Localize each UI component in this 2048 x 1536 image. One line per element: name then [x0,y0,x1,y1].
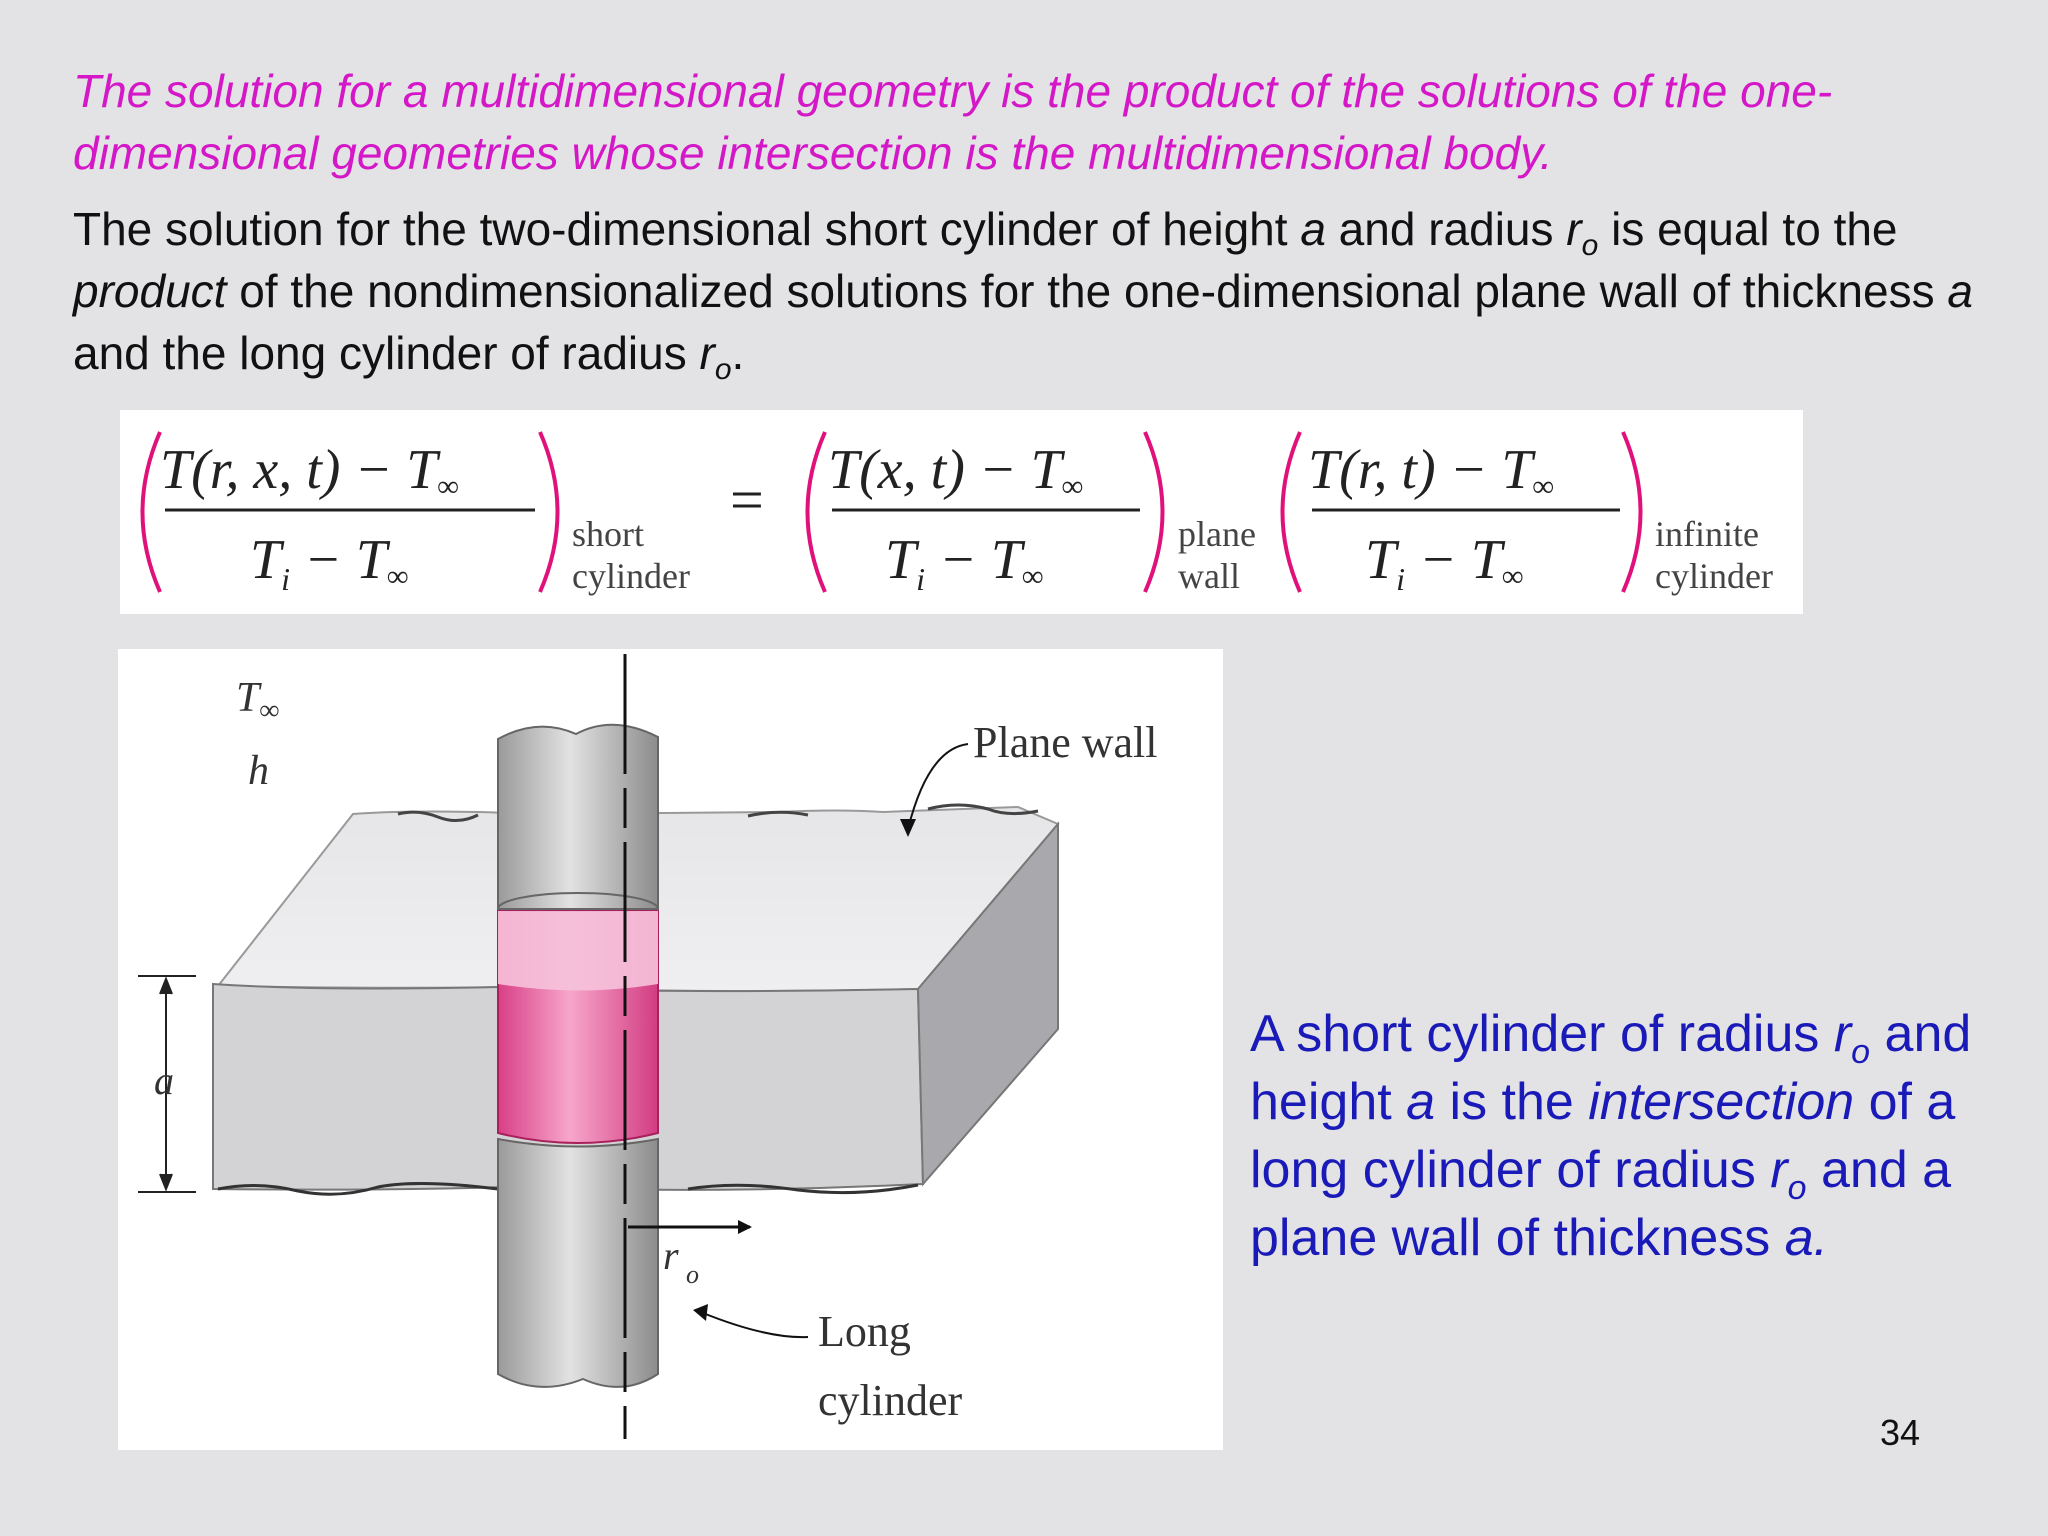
label-cylinder: cylinder [572,556,690,596]
page-number: 34 [1880,1412,1921,1453]
cylinder-bottom-section [497,1137,659,1388]
label-plane: plane [1178,514,1256,554]
slab-bottom-wavy-edge [217,1181,919,1196]
explanation-paragraph: The solution for the two-dimensional sho… [73,203,1973,386]
left-paren-1 [140,431,162,593]
plane-wall-pointer [907,743,969,830]
product-solution-equation: T(r, x, t) − T∞ Ti − T∞ short cylinder =… [120,410,1803,614]
slab-side-face [916,821,1059,1187]
left-paren-2 [805,431,827,593]
left-paren-3 [1280,431,1302,593]
eq-term-infinite-cylinder: T(r, t) − T∞ Ti − T∞ infinite cylinder [1280,431,1773,597]
label-cylinder-2: cylinder [1655,556,1773,596]
eq-denominator-2: Ti − T∞ [885,529,1043,597]
long-cylinder-pointer-head [693,1304,708,1321]
eq-numerator-2: T(x, t) − T∞ [828,439,1083,503]
eq-numerator-1: T(r, x, t) − T∞ [160,439,459,503]
eq-denominator-3: Ti − T∞ [1365,529,1523,597]
slab-top-wavy-edge [397,803,1039,822]
long-cylinder-pointer [702,1312,809,1339]
short-cylinder-top-band [498,911,658,991]
dim-a-arrows [159,976,173,1192]
label-wall: wall [1178,556,1240,596]
label-a: a [154,1058,174,1103]
label-h: h [248,748,269,794]
label-r: r [663,1233,679,1278]
radius-arrowhead [738,1220,752,1234]
figure-caption: A short cylinder of radius ro and height… [1250,1005,1972,1267]
label-long-cylinder: cylinder [818,1376,963,1425]
plane-wall-pointer-head [900,819,916,837]
right-paren-2 [1143,431,1165,593]
right-paren-3 [1621,431,1643,593]
short-cylinder-figure: a r o T∞ h Plane wall Long cylinder [118,649,1223,1450]
label-T-inf: T∞ [236,675,279,726]
eq-denominator-1: Ti − T∞ [250,529,408,597]
eq-term-plane-wall: T(x, t) − T∞ Ti − T∞ plane wall [805,431,1256,597]
right-paren-1 [538,431,560,593]
label-short: short [572,514,644,554]
label-infinite: infinite [1655,514,1759,554]
intro-statement: The solution for a multidimensional geom… [73,65,1833,179]
eq-term-short-cylinder: T(r, x, t) − T∞ Ti − T∞ short cylinder [140,431,690,597]
cylinder-top-section [497,723,659,910]
equals-sign: = [730,467,764,533]
label-plane-wall: Plane wall [973,718,1158,767]
eq-numerator-3: T(r, t) − T∞ [1308,439,1554,503]
label-r-sub: o [686,1260,699,1289]
label-long: Long [818,1307,911,1356]
